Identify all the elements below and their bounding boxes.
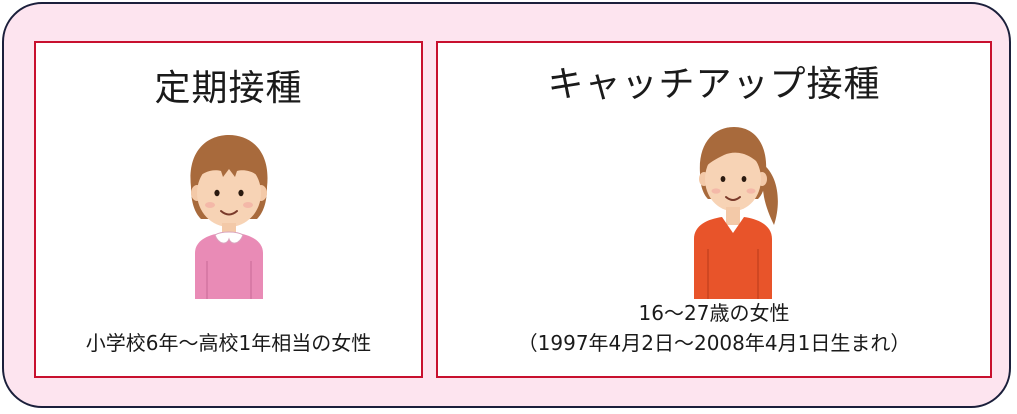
info-card: 定期接種 xyxy=(2,2,1011,408)
catch-up-vaccination-panel: キャッチアップ接種 xyxy=(436,41,992,378)
regular-vaccination-title: 定期接種 xyxy=(154,68,303,109)
regular-vaccination-description: 小学校6年～高校1年相当の女性 xyxy=(85,331,372,355)
catch-up-birth-range: （1997年4月2日～2008年4月1日生まれ） xyxy=(517,331,911,355)
regular-vaccination-panel: 定期接種 xyxy=(34,41,423,378)
catch-up-age-range: 16～27歳の女性 xyxy=(638,301,790,325)
girl-icon xyxy=(177,131,281,299)
catch-up-vaccination-title: キャッチアップ接種 xyxy=(547,64,881,105)
woman-icon xyxy=(678,121,788,299)
